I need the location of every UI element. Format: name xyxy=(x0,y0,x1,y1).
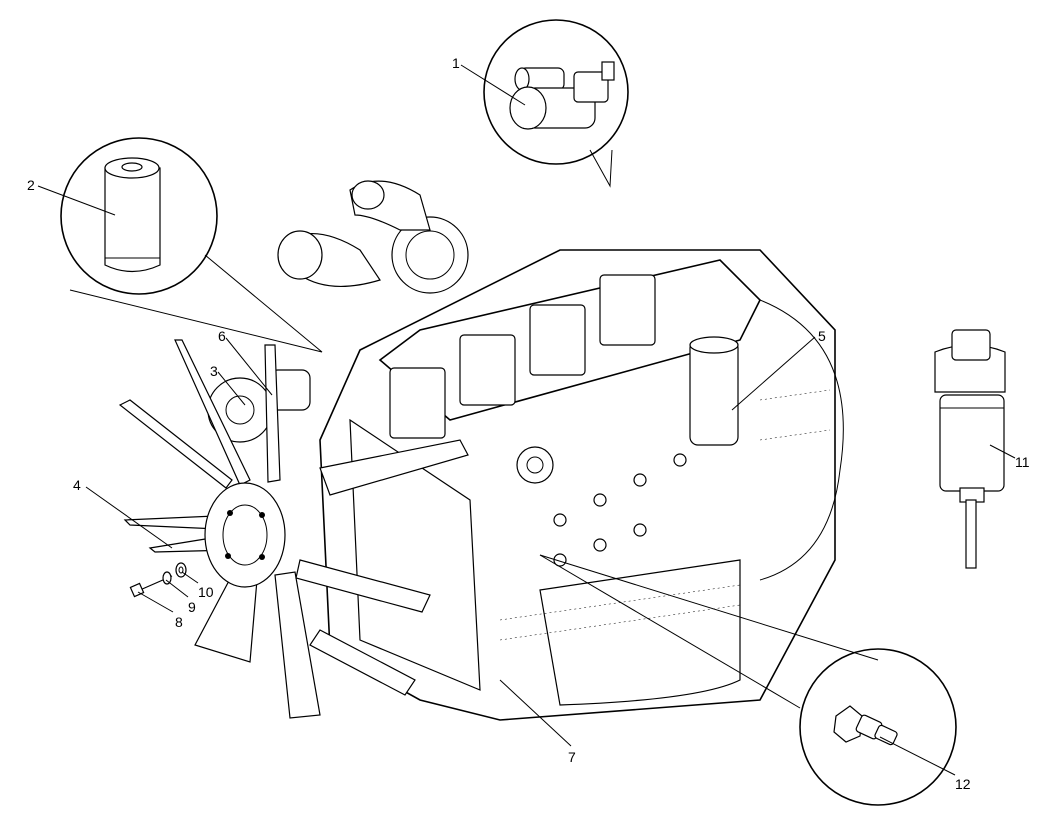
callout-7: 7 xyxy=(568,749,576,765)
callout-6: 6 xyxy=(218,328,226,344)
fuel-filter-part xyxy=(934,329,1006,569)
engine-assembly xyxy=(207,180,844,721)
detail-circle-sensor xyxy=(799,648,957,806)
detail-circle-oil-filter xyxy=(60,137,323,353)
callout-10: 10 xyxy=(198,584,214,600)
leader-lines xyxy=(37,64,1016,776)
detail-circle-starter xyxy=(483,19,629,188)
callout-2: 2 xyxy=(27,177,35,193)
callout-11: 11 xyxy=(1015,454,1030,470)
callout-8: 8 xyxy=(175,614,183,630)
callout-3: 3 xyxy=(210,363,218,379)
fasteners xyxy=(129,562,187,598)
starter-motor-part xyxy=(509,61,615,130)
callout-labels: 1 2 3 4 5 6 7 8 9 10 11 12 xyxy=(27,55,1030,792)
callout-4: 4 xyxy=(73,477,81,493)
sensor-part xyxy=(833,705,898,746)
callout-12: 12 xyxy=(955,776,971,792)
fan-assembly xyxy=(118,339,469,719)
callout-5: 5 xyxy=(818,328,826,344)
callout-1: 1 xyxy=(452,55,460,71)
callout-9: 9 xyxy=(188,599,196,615)
oil-filter-part xyxy=(104,157,161,273)
